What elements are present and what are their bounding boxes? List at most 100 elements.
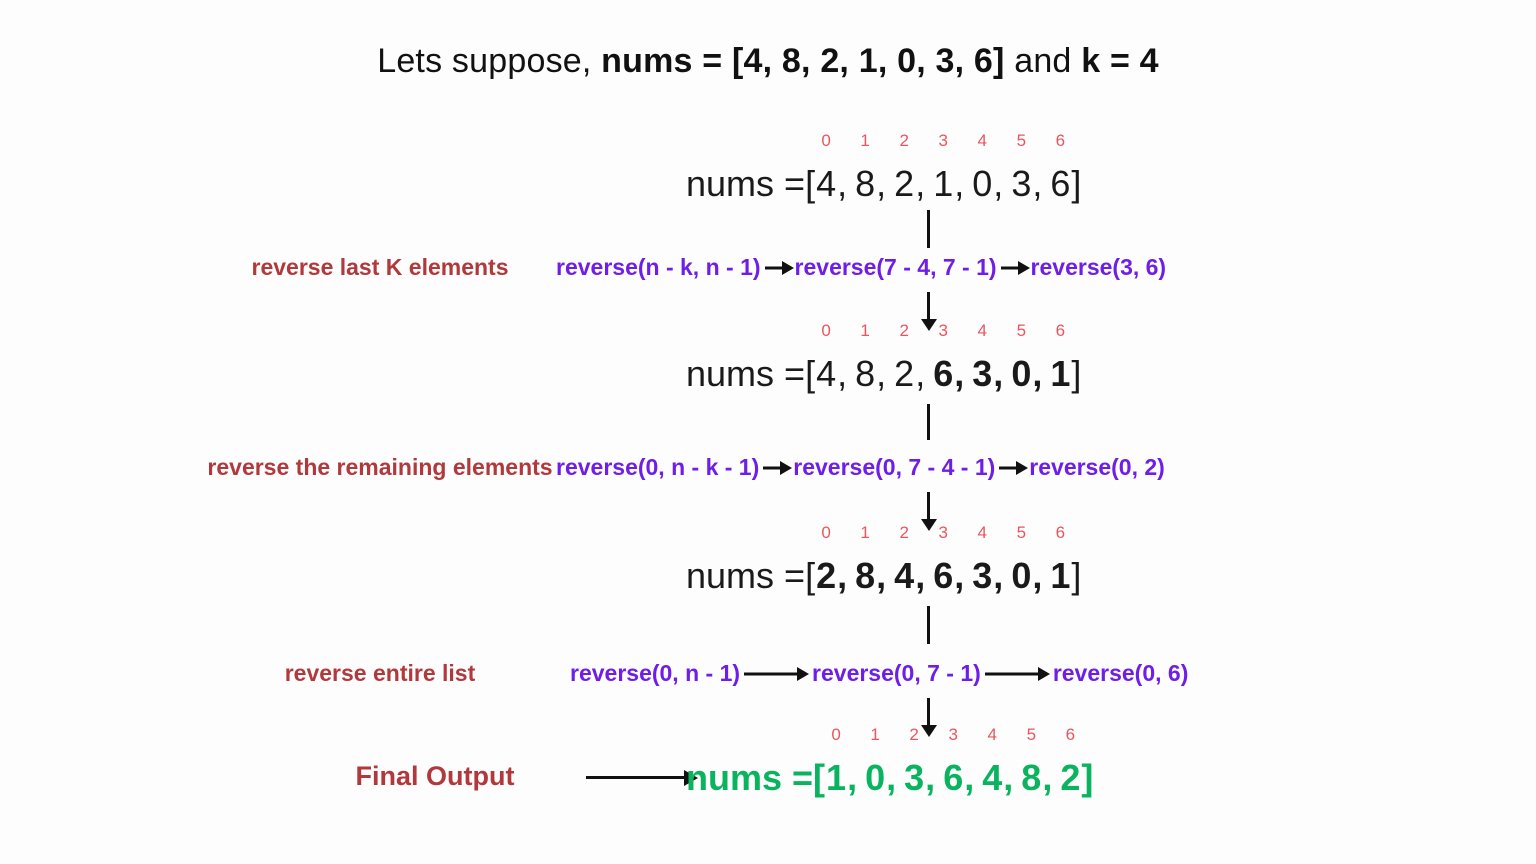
array-index-label: 5	[1016, 131, 1027, 150]
array-value: 3	[1011, 163, 1032, 204]
array-separator: ,	[993, 163, 1004, 204]
array-index-label: 2	[899, 321, 909, 340]
array-index-label: 3	[938, 523, 948, 542]
array-separator: ,	[1032, 555, 1043, 596]
array-open-bracket: [	[805, 555, 816, 596]
array-value: 3	[972, 555, 993, 596]
connector-line-1	[927, 210, 930, 248]
array-separator: ,	[964, 757, 975, 798]
step-label-reverse-remaining: reverse the remaining elements	[207, 454, 553, 480]
array-separator: ,	[915, 163, 926, 204]
right-arrow-icon	[759, 452, 793, 483]
formula-evaluated: reverse(0, 6)	[1052, 660, 1189, 686]
array-label: nums =	[686, 163, 806, 204]
array-value: 8	[855, 555, 876, 596]
array-value: 4	[816, 163, 837, 204]
array-value: 0	[1011, 353, 1032, 394]
title-k-assignment: k = 4	[1081, 42, 1159, 80]
array-separator: ,	[915, 555, 926, 596]
connector-line-3	[927, 606, 930, 644]
array-separator: ,	[876, 353, 887, 394]
final-array-label: nums =	[686, 757, 814, 798]
array-separator: ,	[1032, 163, 1043, 204]
right-arrow-icon	[981, 658, 1053, 689]
array-separator: ,	[954, 353, 965, 394]
array-separator: ,	[954, 163, 965, 204]
connector-arrow-3	[927, 698, 930, 726]
array-separator: ,	[876, 163, 887, 204]
formula-evaluated: reverse(0, 2)	[1029, 454, 1165, 480]
array-index-label: 6	[1065, 725, 1076, 744]
array-separator: ,	[1042, 757, 1053, 798]
formula-generic: reverse(0, n - k - 1)	[556, 454, 760, 480]
array-value: 2	[894, 163, 915, 204]
array-separator: ,	[837, 555, 848, 596]
array-value: 6	[943, 757, 964, 798]
array-value: 1	[1050, 555, 1071, 596]
right-arrow-icon	[997, 252, 1031, 283]
connector-arrow-2	[927, 492, 930, 520]
array-value: 1	[933, 163, 954, 204]
array-index-label: 0	[821, 523, 831, 542]
array-index-label: 5	[1026, 725, 1037, 744]
array-label: nums =	[686, 353, 806, 394]
formula-substituted: reverse(0, 7 - 1)	[812, 660, 981, 686]
right-arrow-icon	[995, 452, 1029, 483]
array-open-bracket: [	[805, 353, 816, 394]
array-close-bracket: ]	[1071, 163, 1082, 204]
array-value: 3	[972, 353, 993, 394]
array-value: 1	[826, 757, 847, 798]
array-index-label: 3	[938, 321, 948, 340]
array-value: 6	[933, 353, 954, 394]
array-index-label: 4	[977, 131, 988, 150]
title-prefix: Lets suppose,	[377, 42, 602, 80]
array-index-label: 3	[948, 725, 958, 744]
right-arrow-icon	[740, 658, 812, 689]
array-index-label: 5	[1016, 523, 1027, 542]
array-index-label: 0	[821, 321, 831, 340]
array-index-label: 6	[1055, 131, 1066, 150]
formula-generic: reverse(0, n - 1)	[570, 660, 741, 686]
array-index-label: 5	[1016, 321, 1027, 340]
array-value: 1	[1050, 353, 1071, 394]
array-separator: ,	[954, 555, 965, 596]
array-separator: ,	[837, 163, 848, 204]
array-index-label: 2	[909, 725, 919, 744]
array-separator: ,	[1032, 353, 1043, 394]
right-arrow-icon	[586, 776, 686, 779]
array-label: nums =	[686, 555, 806, 596]
array-index-label: 1	[860, 321, 870, 340]
final-output-label: Final Output	[355, 761, 515, 791]
array-value: 2	[894, 353, 915, 394]
array-index-label: 2	[899, 523, 909, 542]
array-index-label: 0	[821, 131, 831, 150]
array-index-label: 1	[870, 725, 880, 744]
array-index-label: 0	[831, 725, 841, 744]
step-label-reverse-last-k: reverse last K elements	[251, 254, 509, 280]
array-separator: ,	[847, 757, 858, 798]
